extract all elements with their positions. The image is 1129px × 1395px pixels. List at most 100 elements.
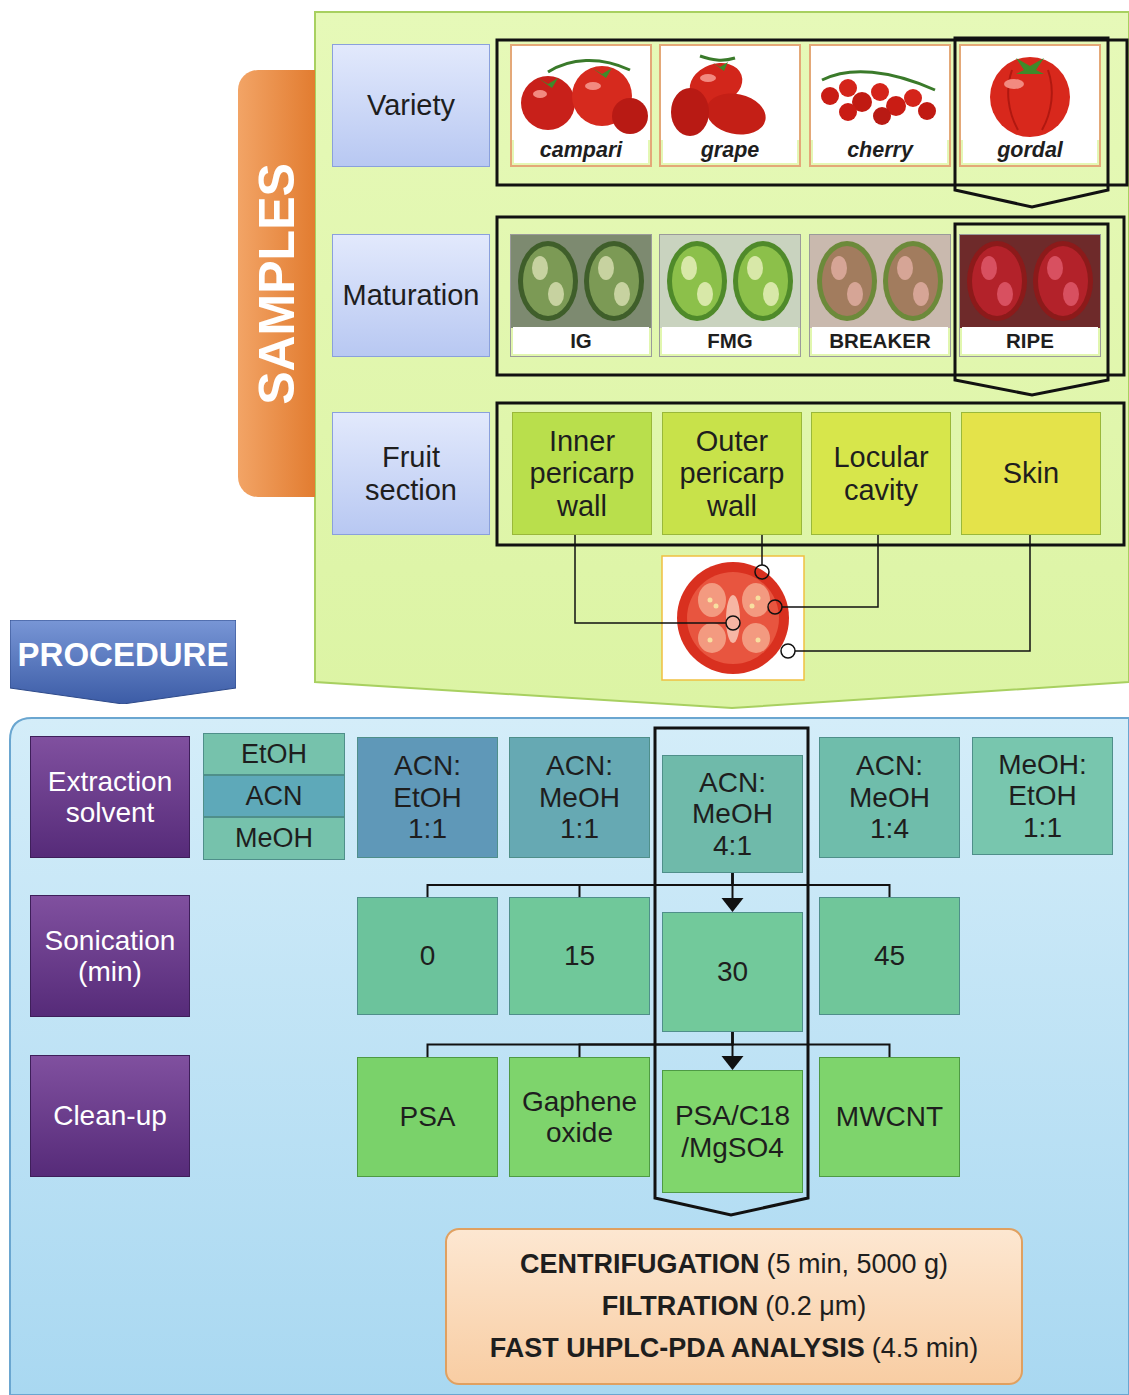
connector-line — [428, 873, 733, 897]
box-text: ACN: EtOH 1:1 — [378, 750, 478, 844]
cherry-photo — [871, 83, 889, 101]
maturation-photo — [817, 241, 877, 321]
grape-photo — [700, 56, 735, 60]
tomato-section — [750, 604, 755, 609]
maturation-photo — [1033, 241, 1093, 321]
tomato-section — [662, 556, 804, 680]
variety-photo-box: gordal — [959, 44, 1101, 167]
maturation-photo — [883, 241, 943, 321]
box-text: Extraction solvent — [36, 766, 184, 829]
cherry-photo — [839, 103, 857, 121]
maturation-photo — [510, 234, 652, 328]
step-name: FAST UHPLC-PDA ANALYSIS — [490, 1333, 865, 1363]
tomato-section — [742, 623, 770, 653]
maturation-photo — [667, 241, 727, 321]
cherry-photo — [809, 44, 951, 140]
campari-photo — [510, 44, 652, 140]
box-text: Gaphene oxide — [517, 1086, 642, 1149]
procedure-panel — [10, 718, 1129, 1395]
box-text: Fruit section — [338, 441, 484, 506]
procedure-panel — [10, 718, 1129, 1395]
step-parameter: (5 min, 5000 g) — [766, 1249, 948, 1279]
group-outline — [497, 217, 1124, 375]
box-text: Locular cavity — [817, 441, 945, 506]
gordal-photo — [1004, 79, 1024, 89]
box-text: 0 — [420, 940, 436, 971]
maturation-photo-box: FMG — [659, 234, 801, 357]
option-box: MWCNT — [819, 1057, 960, 1177]
grape-photo — [671, 88, 709, 136]
fruit-section-box: Inner pericarp wall — [512, 412, 652, 535]
leader-line — [782, 535, 878, 607]
maturation-photo-box: IG — [510, 234, 652, 357]
solvent-box: ACN: EtOH 1:1 — [357, 737, 498, 858]
maturation-photo — [523, 246, 573, 316]
box-text: PROCEDURE — [18, 637, 229, 674]
box-text: gordal — [963, 137, 1097, 163]
tomato-section — [698, 583, 726, 617]
grape-photo — [659, 44, 801, 140]
cherry-photo — [839, 79, 857, 97]
box-text: Outer pericarp wall — [668, 425, 796, 522]
tomato-section — [687, 572, 779, 664]
gordal-photo — [990, 57, 1070, 137]
maturation-photo — [972, 246, 1022, 316]
connector-line — [580, 1032, 733, 1057]
maturation-photo — [967, 241, 1027, 321]
cherry-photo — [821, 87, 839, 105]
box-text: grape — [663, 137, 797, 163]
leader-line — [755, 565, 769, 579]
variety-photo-box: campari — [510, 44, 652, 167]
box-text: cherry — [813, 137, 947, 163]
step-line: CENTRIFUGATION(5 min, 5000 g) — [520, 1249, 948, 1280]
box-text: SAMPLES — [249, 163, 305, 405]
solvent-box: MeOH — [203, 817, 345, 859]
maturation-photo-box: BREAKER — [809, 234, 951, 357]
cherry-photo — [904, 89, 922, 107]
box-text: PSA — [399, 1101, 455, 1132]
solvent-box: ACN: MeOH 1:4 — [819, 737, 960, 858]
solvent-box: EtOH — [203, 733, 345, 775]
option-box: PSA/C18/MgSO4 — [662, 1070, 803, 1193]
tomato-section — [708, 598, 713, 603]
tomato-section — [756, 638, 761, 643]
step-label: Extraction solvent — [30, 736, 190, 858]
box-text: EtOH — [241, 739, 307, 769]
maturation-photo — [822, 246, 872, 316]
box-text: Variety — [367, 89, 455, 121]
maturation-photo — [831, 256, 847, 280]
step-name: FILTRATION — [602, 1291, 758, 1321]
fruit-section-box: Locular cavity — [811, 412, 951, 535]
box-text: MeOH: EtOH 1:1 — [993, 749, 1093, 843]
samples-panel — [315, 12, 1129, 708]
box-text: RIPE — [962, 327, 1098, 354]
variety-photo-box: cherry — [809, 44, 951, 167]
maturation-photo — [548, 282, 564, 306]
arrow-head — [722, 898, 744, 912]
cherry-photo — [873, 107, 891, 125]
step-line: FILTRATION(0.2 μm) — [602, 1291, 867, 1322]
maturation-photo — [697, 282, 713, 306]
connector — [733, 1032, 890, 1057]
tomato-section — [708, 638, 713, 643]
cherry-photo — [809, 44, 951, 140]
campari-photo — [592, 68, 612, 78]
option-box: Gaphene oxide — [509, 1057, 650, 1177]
box-text: Clean-up — [53, 1100, 167, 1131]
option-box: 15 — [509, 897, 650, 1015]
tomato-section — [742, 583, 770, 617]
gordal-photo — [959, 44, 1101, 140]
leader-line — [781, 644, 795, 658]
maturation-photo — [981, 256, 997, 280]
campari-photo — [533, 90, 547, 98]
variety-photo-box: grape — [659, 44, 801, 167]
box-text: PSA/C18/MgSO4 — [670, 1100, 795, 1163]
maturation-photo-box: RIPE — [959, 234, 1101, 357]
leader-line — [761, 535, 763, 565]
box-text: ACN: MeOH 1:1 — [530, 750, 630, 844]
step-line: FAST UHPLC-PDA ANALYSIS(4.5 min) — [490, 1333, 979, 1364]
section-banner: PROCEDURE — [10, 620, 236, 704]
tomato-section — [726, 595, 740, 643]
box-text: 30 — [717, 956, 748, 987]
gordal-photo — [1042, 70, 1052, 130]
